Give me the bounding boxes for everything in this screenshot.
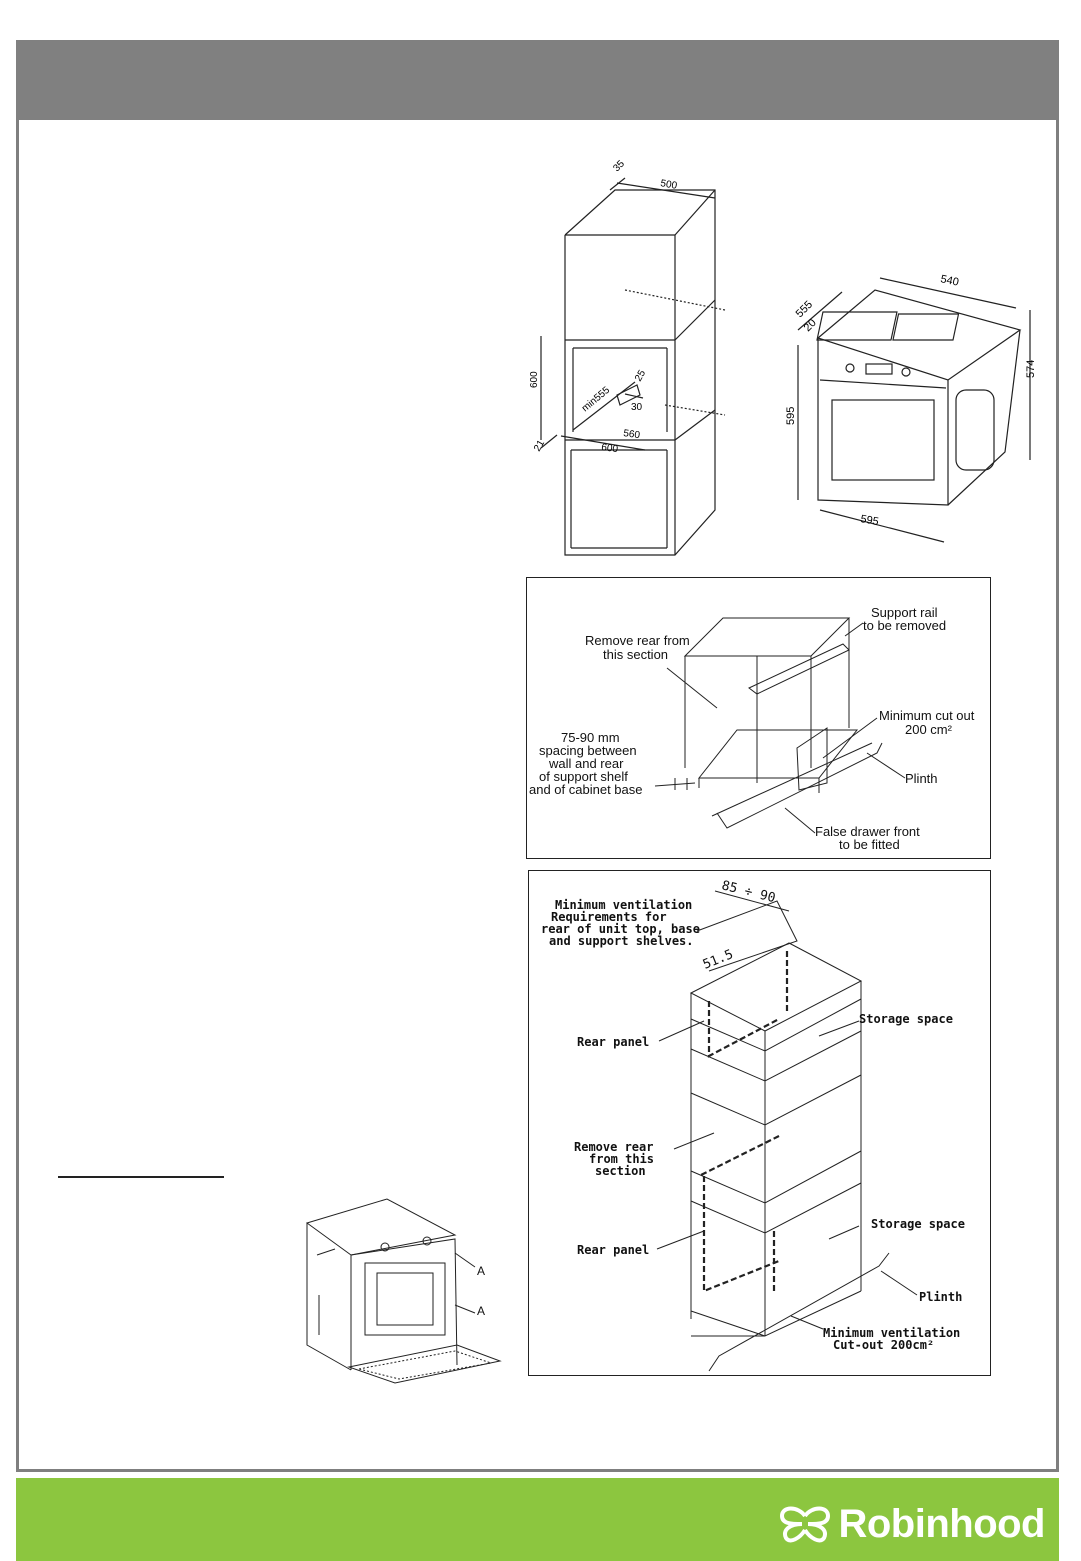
spacing-label-1: 75-90 mm [561,730,620,745]
min-ventilation-label-1: Minimum ventilation [823,1326,960,1340]
remove-rear-label-1: Remove rear [574,1140,653,1154]
dim-min555: min555 [580,385,613,415]
installation-drawing: Remove rear from this section Support ra… [529,605,975,852]
spacing-label-2: spacing between [539,743,637,758]
dim-555: 555 [794,299,815,320]
plinth-label: Plinth [905,771,938,786]
spacing-label-4: of support shelf [539,769,628,784]
dim-21: 21 [532,438,547,454]
vent-requirements-4: and support shelves. [549,934,694,948]
dim-595-vertical: 595 [785,407,797,425]
vent-requirements-3: rear of unit top, base [541,922,700,936]
dim-30: 30 [631,402,643,413]
false-drawer-label-2: to be fitted [839,837,900,852]
brand-logo: Robinhood [778,1500,1045,1548]
dim-85-90: 85 ÷ 90 [720,878,777,906]
remove-rear-label-2: this section [603,647,668,662]
ventilation-panel: Minimum ventilation Requirements for rea… [528,870,991,1376]
spacing-label-3: wall and rear [548,756,624,771]
dim-540: 540 [939,273,959,289]
rear-panel-top-label: Rear panel [577,1035,649,1049]
butterfly-icon [780,1506,831,1543]
label-a-top: A [477,1264,485,1278]
false-drawer-label-1: False drawer front [815,824,920,839]
installation-panel: Remove rear from this section Support ra… [526,577,991,859]
dim-25: 25 [633,368,648,384]
rear-panel-bottom-label: Rear panel [577,1243,649,1257]
storage-space-bottom-label: Storage space [871,1217,965,1231]
dim-600-vertical: 600 [529,371,540,388]
heading-underline [58,1176,224,1178]
vent-requirements-2: Requirements for [551,910,667,924]
ventilation-drawing: Minimum ventilation Requirements for rea… [541,878,965,1372]
support-rail-label-1: Support rail [871,605,938,620]
support-rail-label-2: to be removed [863,618,946,633]
storage-space-top-label: Storage space [859,1012,953,1026]
remove-rear-label-1: Remove rear from [585,633,690,648]
remove-rear-label-2: from this [589,1152,654,1166]
brand-name: Robinhood [838,1501,1045,1546]
oven-dimension-diagram: 540 555 20 574 595 595 [785,273,1037,543]
min-cut-out-label-2: 200 cm² [905,722,953,737]
dim-595-horizontal: 595 [859,513,879,528]
label-a-bottom: A [477,1304,485,1318]
dim-574: 574 [1025,360,1037,378]
dim-20: 20 [802,317,819,334]
dim-560: 560 [623,428,641,441]
min-cut-out-label-1: Minimum cut out [879,708,975,723]
cabinet-dimension-diagram: 35 500 600 min555 25 30 560 600 21 [529,158,726,556]
vent-requirements-1: Minimum ventilation [555,898,692,912]
dim-35: 35 [611,158,627,174]
spacing-label-5: and of cabinet base [529,782,642,797]
header-bar [16,40,1059,120]
dim-500: 500 [659,178,678,192]
footer-bar [16,1478,1059,1561]
remove-rear-label-3: section [595,1164,646,1178]
dim-51-5: 51.5 [701,947,736,973]
dim-600-horizontal: 600 [601,442,619,455]
plinth-label: Plinth [919,1290,962,1304]
oven-open-door-illustration: A A [305,1198,502,1384]
min-ventilation-label-2: Cut-out 200cm² [833,1338,934,1352]
